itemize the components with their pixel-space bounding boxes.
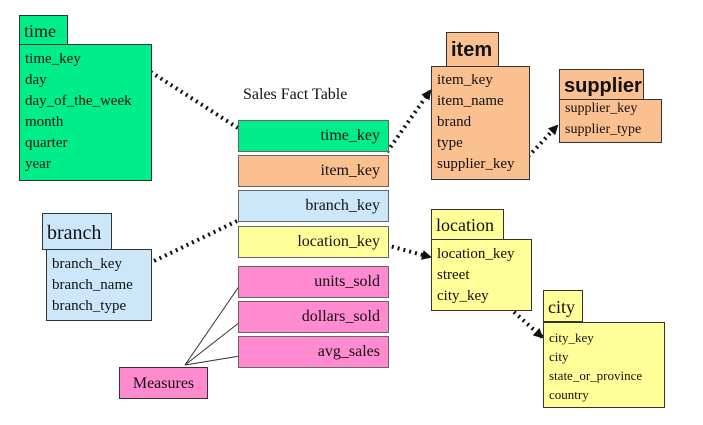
time-attr: day [25, 72, 47, 88]
fact-table-title: Sales Fact Table [243, 86, 348, 103]
fact-measure-label: avg_sales [317, 343, 380, 360]
time-attr: year [25, 156, 51, 172]
supplier-table: supplier_key supplier_type [559, 99, 662, 143]
fact-key-location: location_key [238, 226, 389, 258]
city-attr: city [549, 349, 569, 364]
city-title: city [548, 297, 575, 317]
branch-table: branch_key branch_name branch_type [46, 249, 152, 321]
branch-attr: branch_key [52, 256, 122, 272]
supplier-attr: supplier_type [565, 122, 642, 137]
arrow-time-key-to-time [141, 65, 240, 130]
supplier-attr: supplier_key [565, 101, 638, 116]
city-attr: country [549, 387, 589, 402]
city-attr: state_or_province [549, 368, 643, 383]
arrow-item-key-to-item [385, 89, 432, 154]
arrow-location-key-to-location [385, 243, 432, 260]
item-attr: item_name [437, 93, 504, 109]
fact-key-time: time_key [238, 120, 389, 152]
branch-table-title: branch [42, 213, 112, 250]
branch-attr: branch_name [52, 277, 133, 293]
fact-measure-avg: avg_sales [238, 336, 389, 368]
item-attr: type [437, 135, 463, 151]
item-table-title: item [446, 32, 499, 67]
arrow-branch-key-to-branch [151, 219, 238, 264]
fact-key-label: time_key [320, 127, 380, 144]
branch-attr: branch_type [52, 298, 127, 314]
location-attr: location_key [437, 246, 515, 262]
fact-measure-units: units_sold [238, 266, 389, 298]
time-table-title: time [19, 15, 68, 45]
fact-key-label: branch_key [305, 197, 380, 214]
fact-key-item: item_key [238, 155, 389, 187]
measures-line-dollars [184, 321, 241, 366]
time-attr: day_of_the_week [25, 93, 132, 109]
location-attr: city_key [437, 288, 489, 304]
time-title: time [24, 21, 56, 41]
measures-line-avg [184, 355, 241, 366]
time-attr: month [25, 114, 64, 130]
arrow-supplier-key-to-supplier [522, 124, 559, 163]
branch-title: branch [47, 222, 102, 244]
city-table-title: city [543, 290, 583, 322]
item-table: item_key item_name brand type supplier_k… [431, 66, 530, 180]
time-table: time_key day day_of_the_week month quart… [19, 44, 152, 181]
city-table: city_key city state_or_province country [543, 322, 665, 408]
time-attr: quarter [25, 135, 68, 151]
time-attr: time_key [25, 51, 81, 67]
item-attr: brand [437, 114, 472, 130]
fact-key-label: item_key [320, 162, 380, 179]
item-attr: item_key [437, 72, 493, 88]
fact-key-branch: branch_key [238, 190, 389, 222]
measures-label: Measures [119, 367, 208, 399]
measures-text: Measures [132, 375, 195, 392]
item-attr: supplier_key [437, 156, 515, 172]
location-title: location [436, 215, 494, 235]
arrow-city-key-to-city [494, 294, 544, 339]
city-attr: city_key [549, 330, 594, 345]
item-title: item [451, 39, 493, 61]
location-table: location_key street city_key [431, 239, 532, 311]
fact-measure-label: units_sold [314, 273, 380, 290]
supplier-table-title: supplier [559, 69, 644, 101]
location-table-title: location [431, 209, 504, 240]
supplier-title: supplier [564, 75, 642, 97]
measures-line-units [184, 284, 241, 366]
fact-key-label: location_key [297, 233, 380, 250]
location-attr: street [437, 267, 470, 283]
fact-measure-dollars: dollars_sold [238, 301, 389, 333]
fact-measure-label: dollars_sold [301, 308, 380, 325]
